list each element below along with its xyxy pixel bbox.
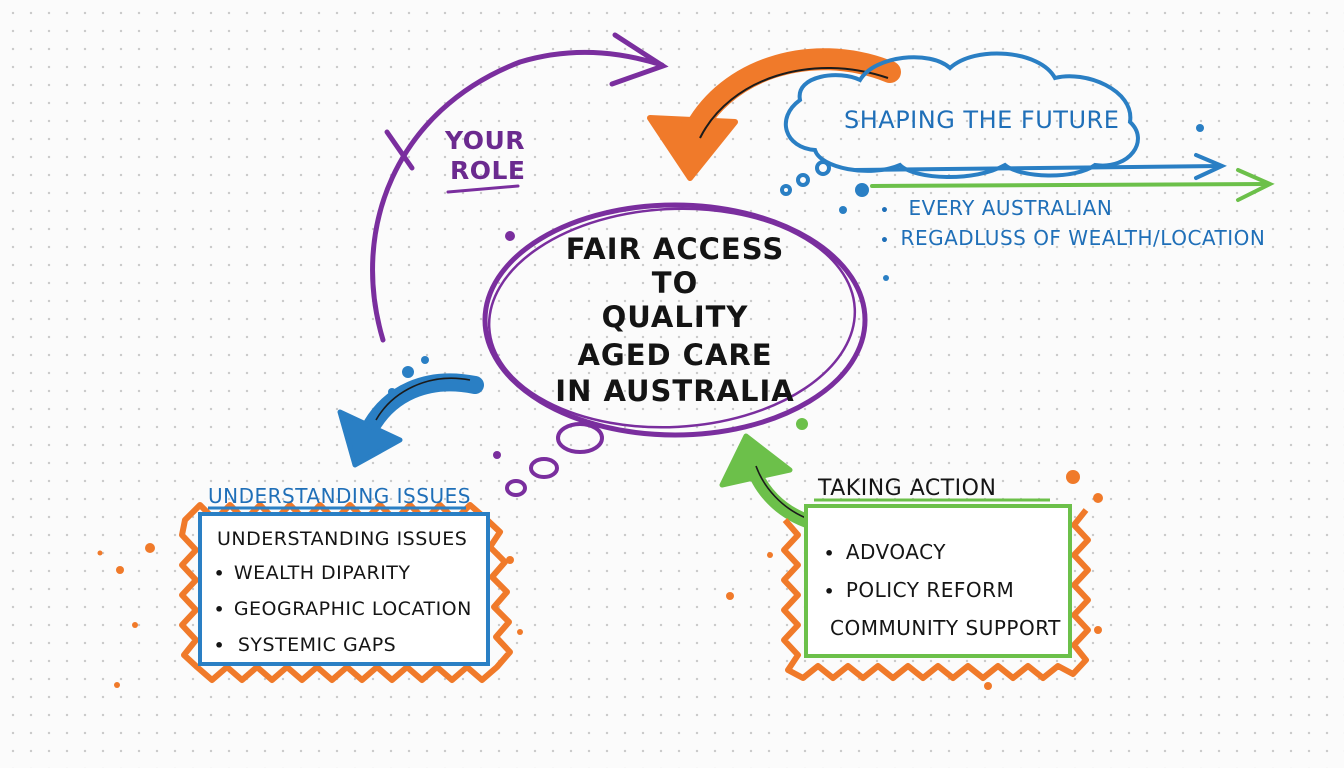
bullet-icon: • [824,582,835,601]
action-extra-text: COMMUNITY SUPPORT [830,616,1061,640]
blue-arrow [337,373,484,468]
your-role-arrow [370,32,669,343]
issues-bullet-2-text: GEOGRAPHIC LOCATION [233,598,472,620]
action-frame [781,508,1091,681]
issues-bullet-3-text: SYSTEMIC GAPS [237,634,397,656]
issues-heading: UNDERSTANDING ISSUES [208,484,471,508]
bullet-icon: • [214,564,225,583]
future-cloud [780,51,1140,196]
action-bullet-1-text: ADVOACY [845,540,946,564]
future-arrows [853,153,1275,202]
center-line-4: AGED CARE [577,338,773,372]
your-role-label-line1: YOUR [445,126,526,155]
center-line-5: IN AUSTRALIA [555,374,795,408]
bullet-icon: • [880,203,890,219]
bullet-icon: • [214,600,225,619]
bullet-icon: • [880,233,890,249]
future-title: SHAPING THE FUTURE [844,106,1120,134]
green-arrow [719,433,817,529]
center-line-2: TO [651,266,699,300]
orange-arrow [647,48,901,181]
future-bullet-1: • EVERY AUSTRALIAN [880,196,1112,220]
issues-bullet-1: • WEALTH DIPARITY [214,562,411,584]
action-bullet-2: • POLICY REFORM [824,578,1014,602]
center-line-1: FAIR ACCESS [565,232,785,266]
bullet-icon: • [214,636,225,655]
center-line-3: QUALITY [601,300,749,334]
issues-bullet-1-text: WEALTH DIPARITY [233,562,411,584]
action-bullet-1: • ADVOACY [824,540,946,564]
issues-bullet-3: • SYSTEMIC GAPS [214,634,396,656]
action-bullet-2-text: POLICY REFORM [845,578,1015,602]
bullet-icon: • [824,544,835,563]
issues-box [198,512,490,666]
issues-bullet-2: • GEOGRAPHIC LOCATION [214,598,472,620]
future-bullet-2-text: REGADLUSS OF WEALTH/LOCATION [900,226,1266,250]
action-box [804,504,1072,658]
your-role-label-line2: ROLE [450,156,526,185]
action-heading: TAKING ACTION [818,476,997,501]
center-thought-bubble [482,202,868,497]
future-bullet-2: • REGADLUSS OF WEALTH/LOCATION [880,226,1265,250]
issues-box-title: UNDERSTANDING ISSUES [217,528,468,550]
future-bullet-1-text: EVERY AUSTRALIAN [908,196,1113,220]
